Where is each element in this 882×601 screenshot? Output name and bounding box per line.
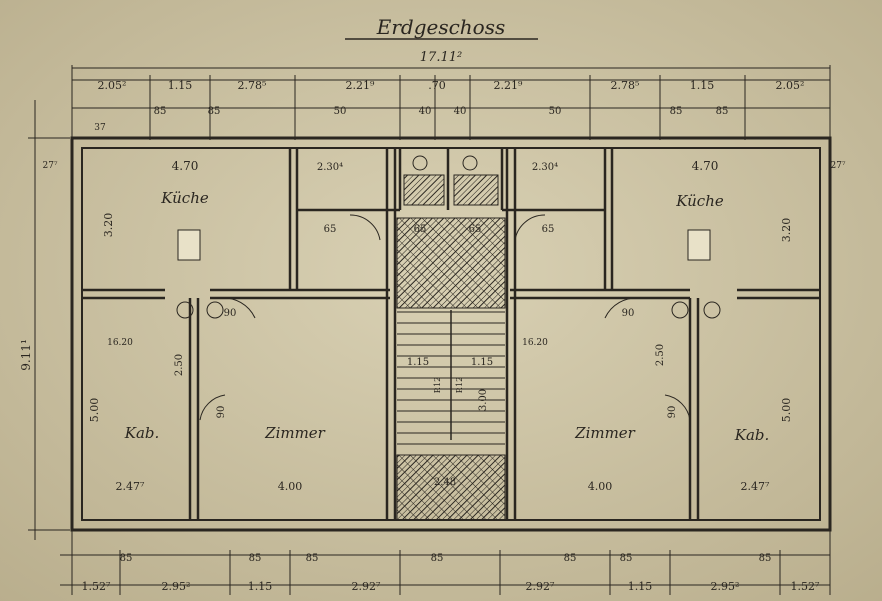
stair-label: P.12 xyxy=(433,377,442,393)
bottom-dim: 2.92⁷ xyxy=(526,580,555,593)
top-dimension-texts: 2.05² 1.15 2.78⁵ 2.21⁹ .70 2.21⁹ 2.78⁵ 1… xyxy=(98,79,805,117)
top-window-dim: 85 xyxy=(208,106,221,117)
room-label-kab-right: Kab. xyxy=(734,426,770,444)
dim-250: 2.50 xyxy=(174,354,185,376)
top-dim: 2.05² xyxy=(776,79,805,92)
wc-hatch-right xyxy=(453,174,499,206)
room-label-kuche-right: Küche xyxy=(675,192,724,210)
dim-stair-length: 3.00 xyxy=(478,389,489,411)
dim-1620: 16.20 xyxy=(522,338,548,348)
dim-stair-width: 1.15 xyxy=(471,357,493,368)
top-dim: 1.15 xyxy=(690,79,715,92)
bottom-window-dim: 85 xyxy=(564,553,577,564)
room-label-kab-left: Kab. xyxy=(124,424,160,442)
dim-250: 2.50 xyxy=(655,344,666,366)
top-dim: 1.15 xyxy=(168,79,193,92)
top-dim: 2.05² xyxy=(98,79,127,92)
dim-wall: 27⁷ xyxy=(830,161,845,171)
top-window-dim: 50 xyxy=(334,106,347,117)
bottom-dim: 1.52⁷ xyxy=(791,580,820,593)
overall-width-label: 17.11² xyxy=(420,50,462,65)
room-label-zimmer-left: Zimmer xyxy=(264,424,326,442)
top-dim: 2.78⁵ xyxy=(238,79,267,92)
door-swings xyxy=(199,214,691,421)
dim-door: 90 xyxy=(216,406,227,419)
top-dimension-lines xyxy=(71,65,831,140)
bottom-window-dim: 85 xyxy=(306,553,319,564)
dim-zimmer-depth-left: 5.00 xyxy=(88,398,101,423)
top-dim: 2.78⁵ xyxy=(611,79,640,92)
stair-label: P.12 xyxy=(455,377,464,393)
top-window-dim: 85 xyxy=(716,106,729,117)
dim-kuche-width-right: 4.70 xyxy=(692,159,719,173)
dim-zimmer-width-right: 4.00 xyxy=(588,480,613,493)
top-dim: 2.21⁹ xyxy=(494,79,523,92)
bottom-dim: 1.52⁷ xyxy=(82,580,111,593)
left-dimension-line xyxy=(28,100,70,540)
fixtures xyxy=(176,155,721,319)
dim-wall: 37 xyxy=(94,123,106,133)
dim-door: 90 xyxy=(622,308,635,319)
room-label-kuche-left: Küche xyxy=(160,189,209,207)
top-window-dim: 85 xyxy=(154,106,167,117)
dim-hall: 65 xyxy=(542,224,555,235)
stair-landing-bottom-crosshatch xyxy=(397,455,505,520)
top-window-dim: 50 xyxy=(549,106,562,117)
overall-depth-label: 9.11¹ xyxy=(19,339,33,371)
dim-kuche-depth-left: 3.20 xyxy=(102,213,115,238)
dim-landing: 2.48 xyxy=(434,477,456,488)
bottom-dim: 2.95² xyxy=(711,580,740,593)
room-label-zimmer-right: Zimmer xyxy=(574,424,636,442)
room-labels: Küche Küche Kab. Kab. Zimmer Zimmer P.12… xyxy=(124,189,770,444)
bottom-window-dim: 85 xyxy=(249,553,262,564)
bottom-window-dim: 85 xyxy=(120,553,133,564)
dim-hall: 65 xyxy=(324,224,337,235)
dim-door: 90 xyxy=(667,406,678,419)
bottom-dim: 1.15 xyxy=(248,580,273,593)
dim-kab-width-left: 2.47⁷ xyxy=(116,480,145,493)
dim-pantry-right: 2.30⁴ xyxy=(532,162,558,173)
bottom-dimension-lines xyxy=(60,530,831,595)
bottom-dim: 2.92⁷ xyxy=(352,580,381,593)
plan-title: Erdgeschoss xyxy=(376,15,506,39)
dim-kab-width-right: 2.47⁷ xyxy=(741,480,770,493)
dim-kuche-width-left: 4.70 xyxy=(172,159,199,173)
top-dim: 2.21⁹ xyxy=(346,79,375,92)
dim-stair-width: 1.15 xyxy=(407,357,429,368)
stair-landing-top-crosshatch xyxy=(397,218,505,308)
bottom-dimension-texts: 85 85 85 85 85 85 85 1.52⁷ 2.95² 1.15 2.… xyxy=(82,553,820,593)
dim-wall: 27⁷ xyxy=(42,161,57,171)
bottom-window-dim: 85 xyxy=(431,553,444,564)
dim-hall: 65 xyxy=(469,224,482,235)
wc-hatch-left xyxy=(403,174,445,206)
interior-walls xyxy=(82,148,820,520)
bottom-window-dim: 85 xyxy=(759,553,772,564)
top-window-dim: 40 xyxy=(419,106,432,117)
top-dim: .70 xyxy=(428,79,446,92)
bottom-dim: 2.95² xyxy=(162,580,191,593)
bottom-dim: 1.15 xyxy=(628,580,653,593)
room-dimensions: 4.70 4.70 3.20 3.20 2.30⁴ 2.30⁴ 2.47⁷ 2.… xyxy=(42,123,845,493)
dim-pantry-left: 2.30⁴ xyxy=(317,162,343,173)
dim-1620: 16.20 xyxy=(107,338,133,348)
top-window-dim: 40 xyxy=(454,106,467,117)
top-window-dim: 85 xyxy=(670,106,683,117)
dim-hall: 65 xyxy=(414,224,427,235)
bottom-window-dim: 85 xyxy=(620,553,633,564)
dim-door: 90 xyxy=(224,308,237,319)
dim-zimmer-depth-right: 5.00 xyxy=(780,398,793,423)
dim-zimmer-width-left: 4.00 xyxy=(278,480,303,493)
dim-kuche-depth-right: 3.20 xyxy=(780,218,793,243)
